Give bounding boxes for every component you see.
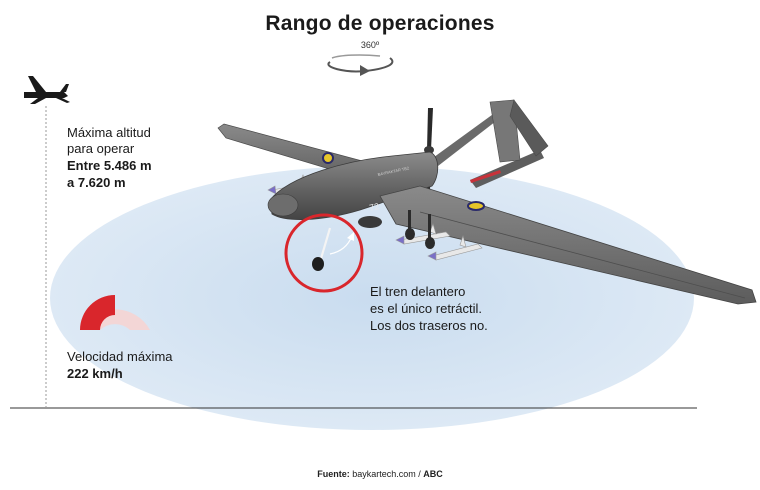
fuselage-roundel: [322, 152, 334, 164]
drone-tail-number: 72: [368, 201, 380, 213]
drone-fuselage: [269, 151, 439, 220]
speed-gauge: [80, 295, 150, 330]
landing-gear-note-line3: Los dos traseros no.: [370, 318, 488, 333]
speed-gauge-fill: [80, 295, 115, 330]
page-title: Rango de operaciones: [265, 12, 495, 35]
drone-fuselage-text: BAYRAKTAR TB2: [377, 165, 410, 177]
source-separator: /: [418, 469, 421, 479]
nose-landing-gear: [312, 227, 354, 271]
altitude-label-line1: Máxima altitud: [67, 125, 151, 140]
drone-right-wing: [379, 185, 757, 305]
tail-boom-right: [470, 150, 544, 188]
wing-roundel: [467, 201, 485, 211]
landing-gear-note-line2: es el único retráctil.: [370, 301, 482, 316]
rotation-label: 360º: [360, 40, 380, 50]
source-prefix: Fuente:: [317, 469, 350, 479]
tail-boom-left: [430, 112, 500, 166]
altitude-value-line2: a 7.620 m: [67, 175, 126, 190]
landing-gear-note-line1: El tren delantero: [370, 284, 466, 299]
source-outlet: ABC: [423, 469, 443, 479]
nose-gear-highlight-circle: [284, 213, 364, 293]
drone-illustration: [217, 99, 757, 305]
rotation-arrow-icon: [327, 54, 394, 76]
source-site: baykartech.com: [352, 469, 416, 479]
altitude-label-line2: para operar: [67, 141, 135, 156]
speed-value: 222 km/h: [67, 366, 123, 381]
plane-icon: [24, 76, 70, 104]
speed-label: Velocidad máxima: [67, 349, 173, 364]
right-missile-outer: [427, 234, 483, 261]
source-credit: Fuente: baykartech.com / ABC: [0, 469, 760, 479]
tail-fin-right: [509, 99, 549, 157]
altitude-value-line1: Entre 5.486 m: [67, 158, 152, 173]
rear-landing-gear: [358, 210, 435, 249]
